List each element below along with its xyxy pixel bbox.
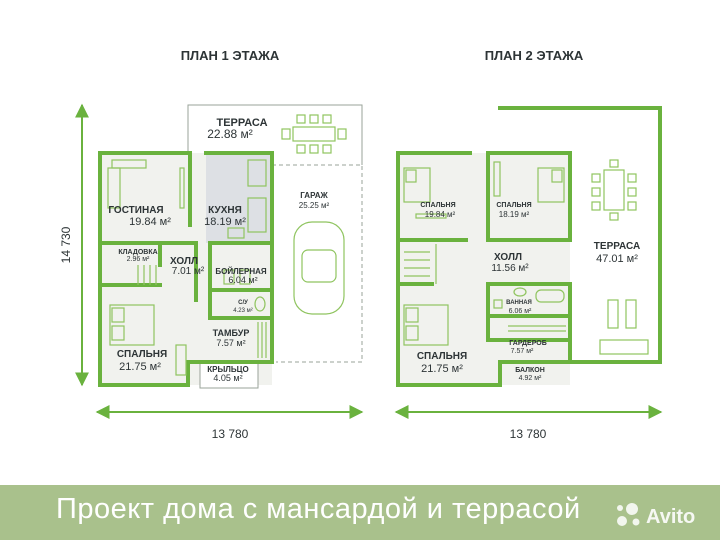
plan1-vestibule-name: ТАМБУР [213, 328, 250, 338]
footer-caption: Проект дома с мансардой и террасой [56, 493, 581, 525]
plan1-height-dimension: 14 730 [59, 226, 73, 263]
plan1-floorplan [98, 104, 363, 389]
plan1-boiler-area: 6.04 м² [228, 275, 257, 285]
avito-logo: Avito [617, 503, 695, 528]
plan1-living-area: 19.84 м² [129, 216, 171, 228]
plan2-bedroom1-area: 19.84 м² [425, 210, 456, 219]
plan1-hall-name: ХОЛЛ [170, 256, 198, 267]
footer-band [0, 485, 720, 540]
plan2-bedroom2-area: 18.19 м² [499, 210, 530, 219]
plan1-porch-name: КРЫЛЬЦО [207, 365, 248, 374]
plan1-pantry-name: КЛАДОВКА [118, 249, 157, 256]
plan1-wc-area: 4.23 м² [233, 308, 252, 314]
plan1-bedroom-area: 21.75 м² [119, 361, 161, 373]
plan2-hall-area: 11.56 м² [491, 263, 529, 274]
plan1-terrace-name: ТЕРРАСА [216, 117, 267, 129]
plan2-floorplan [396, 106, 662, 387]
plan1-porch-area: 4.05 м² [213, 373, 242, 383]
plan1-kitchen-name: КУХНЯ [208, 205, 242, 216]
plan2-bedroom2-name: СПАЛЬНЯ [496, 202, 531, 209]
plan2-bathroom-name: ВАННАЯ [506, 300, 532, 306]
plan2-bedroom3-name: СПАЛЬНЯ [417, 351, 467, 362]
plan2-balcony-name: БАЛКОН [515, 367, 545, 374]
plan1-wc-name: С/У [238, 300, 248, 306]
plan1-terrace-area: 22.88 м² [207, 127, 253, 141]
plan2-hall-name: ХОЛЛ [494, 252, 522, 263]
plan1-title: ПЛАН 1 ЭТАЖА [181, 48, 280, 63]
plan1-pantry-area: 2.96 м² [127, 256, 150, 263]
plan2-terrace-name: ТЕРРАСА [594, 241, 640, 252]
plan2-wardrobe-name: ГАРДЕРОБ [509, 340, 547, 347]
plan2-wardrobe-area: 7.57 м² [511, 348, 534, 355]
plan1-living-name: ГОСТИНАЯ [108, 205, 163, 216]
plan1-vestibule-area: 7.57 м² [216, 338, 245, 348]
plan2-bedroom1-name: СПАЛЬНЯ [420, 202, 455, 209]
plan1-kitchen-area: 18.19 м² [204, 216, 246, 228]
plan2-bedroom3-area: 21.75 м² [421, 363, 463, 375]
plan1-garage-name: ГАРАЖ [300, 191, 328, 200]
plan2-width-dimension: 13 780 [510, 427, 547, 441]
plan1-bedroom-name: СПАЛЬНЯ [117, 349, 167, 360]
plan1-garage-area: 25.25 м² [299, 201, 330, 210]
plan1-hall-area: 7.01 м² [172, 266, 205, 277]
avito-logo-text: Avito [646, 506, 695, 528]
plan2-terrace-area: 47.01 м² [596, 253, 638, 265]
plan2-bathroom-area: 6.06 м² [509, 308, 532, 315]
plan1-boiler-name: БОЙЛЕРНАЯ [215, 267, 267, 276]
plan2-balcony-area: 4.92 м² [519, 375, 542, 382]
plan2-title: ПЛАН 2 ЭТАЖА [485, 48, 584, 63]
plan1-width-dimension: 13 780 [212, 427, 249, 441]
